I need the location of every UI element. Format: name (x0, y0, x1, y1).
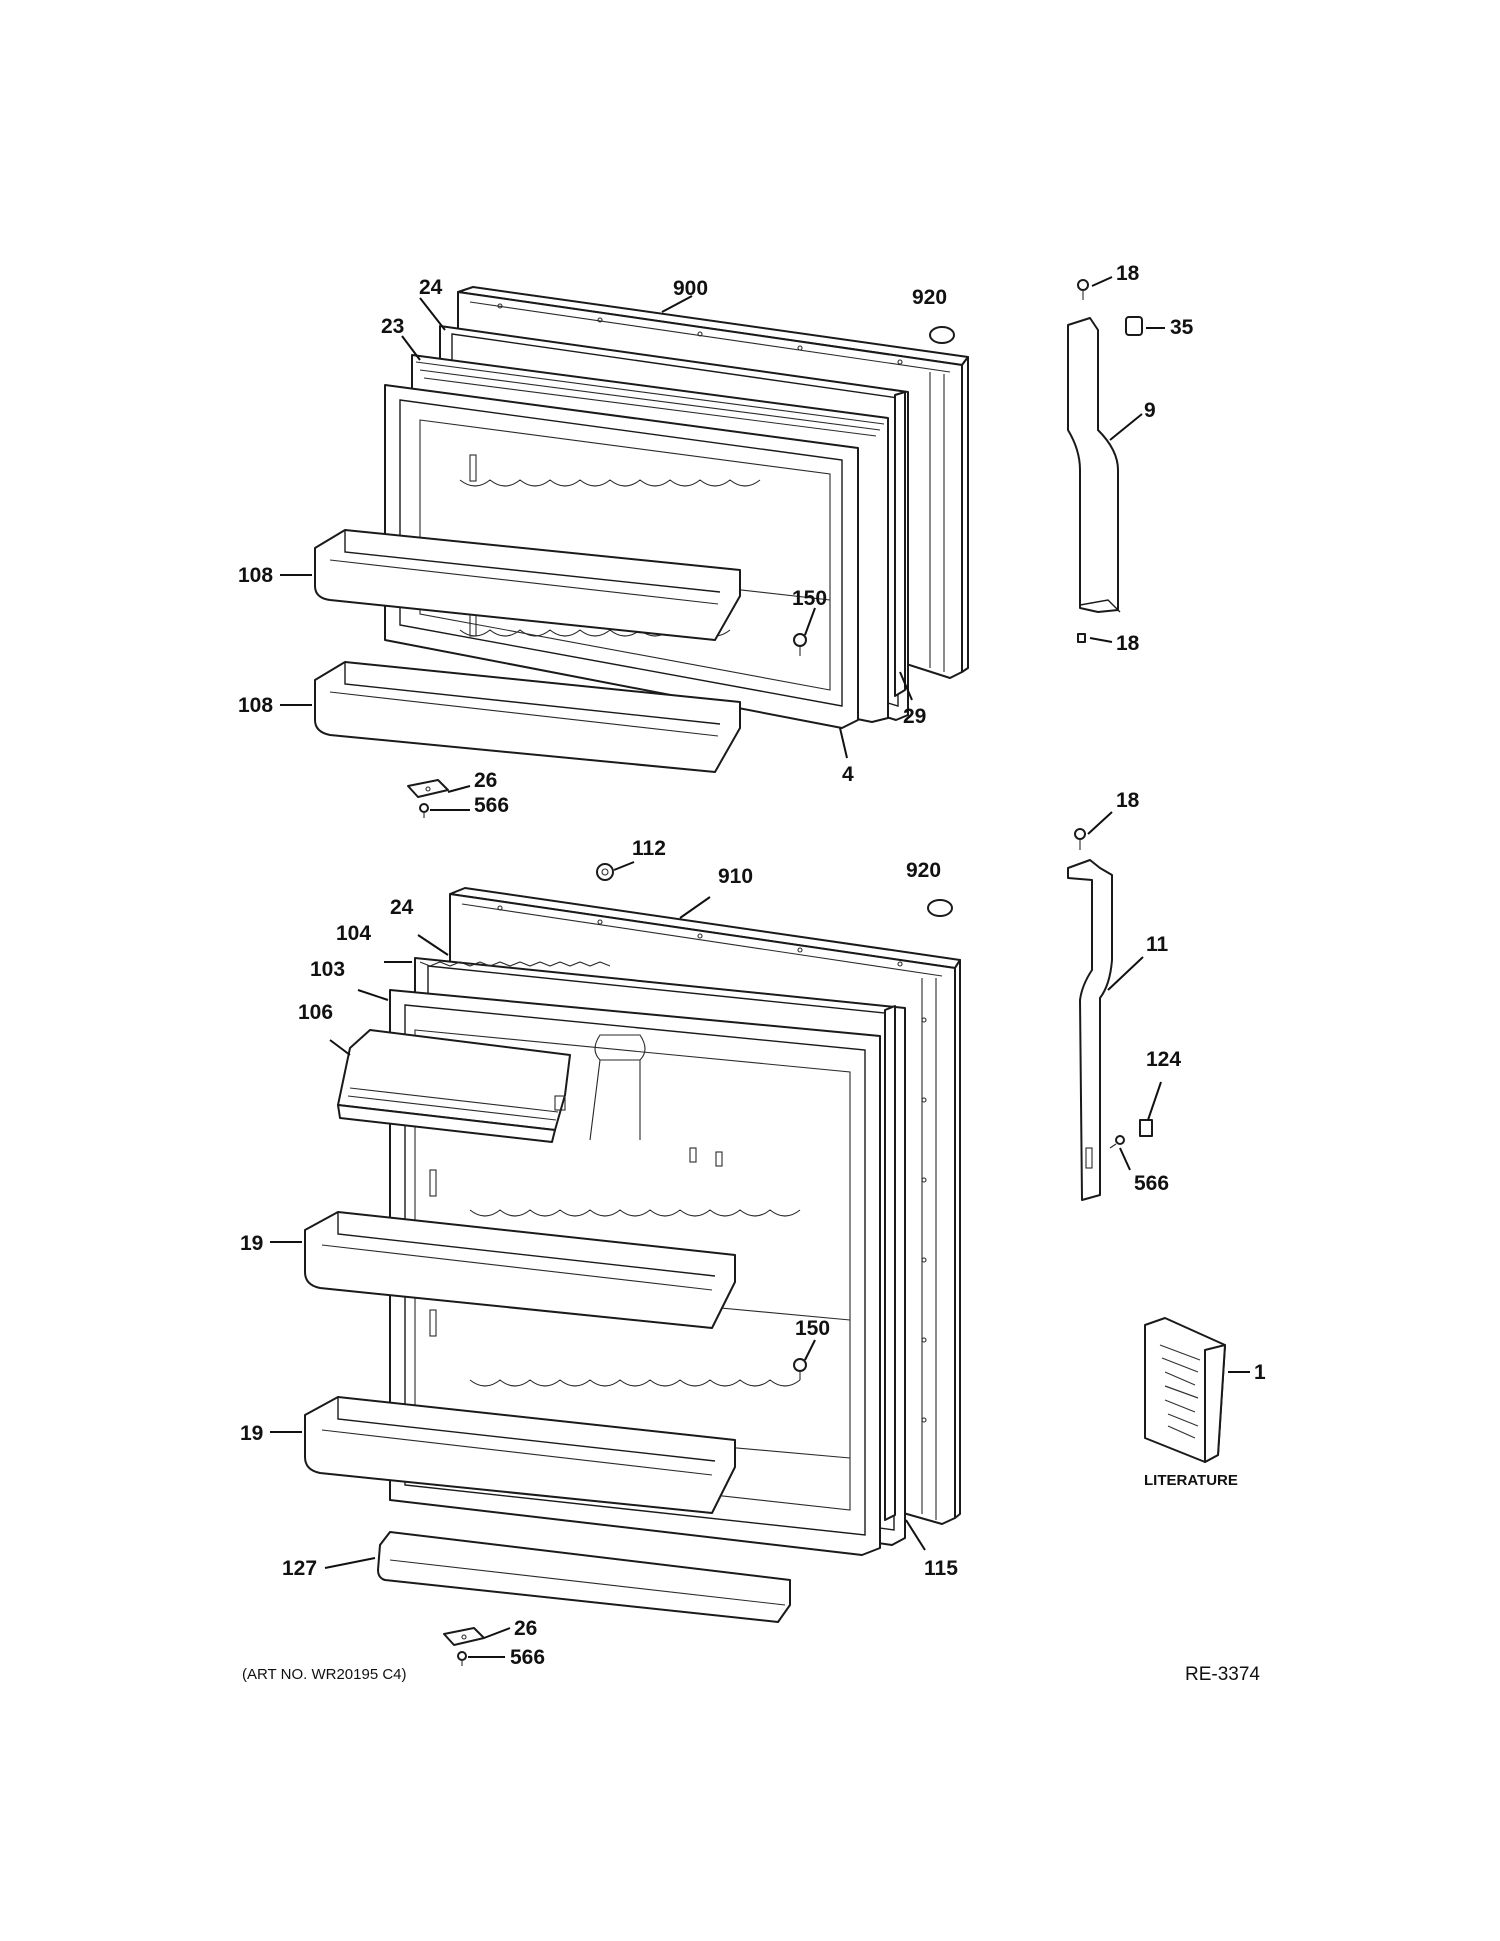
upper-door-liner-strip (894, 391, 906, 697)
callout-19-top: 19 (240, 1232, 263, 1255)
callout-23: 23 (381, 315, 404, 338)
callout-112: 112 (632, 837, 666, 860)
lower-handle (1067, 859, 1113, 1201)
callout-18-upper-bottom: 18 (1116, 632, 1140, 655)
art-number: (ART NO. WR20195 C4) (242, 1666, 407, 1683)
upper-shelf-top (314, 529, 741, 641)
callout-11: 11 (1146, 933, 1169, 956)
callout-106: 106 (298, 1001, 333, 1024)
callout-104: 104 (336, 922, 371, 945)
lower-plug-150 (793, 1358, 807, 1380)
callout-18-upper-top: 18 (1116, 262, 1140, 285)
callout-26-lower: 26 (514, 1617, 537, 1640)
lower-liner-strip (884, 1005, 896, 1521)
upper-handle-screw-top (1077, 279, 1089, 300)
callout-18-lower-top: 18 (1116, 789, 1140, 812)
callout-150-lower: 150 (795, 1317, 830, 1340)
upper-handle (1067, 317, 1121, 613)
callout-920-upper: 920 (912, 286, 947, 309)
handle-clip-screw (1109, 1135, 1125, 1149)
handle-clip (1139, 1119, 1153, 1137)
upper-plug-920 (929, 326, 955, 344)
callout-566-handle: 566 (1134, 1172, 1169, 1195)
lower-shelf-bottom (304, 1396, 736, 1514)
leader-lines (270, 276, 1250, 1658)
callouts: 900 920 24 23 18 35 9 108 150 18 108 29 … (238, 262, 1266, 1685)
lower-shelf-top (304, 1211, 736, 1329)
dairy-door (337, 1029, 571, 1143)
callout-920-lower: 920 (906, 859, 941, 882)
upper-door-assembly (314, 286, 969, 818)
upper-hinge (407, 779, 449, 798)
callout-24-lower: 24 (390, 896, 414, 919)
lower-stop-112 (596, 863, 614, 881)
callout-124: 124 (1146, 1048, 1181, 1071)
callout-108-top: 108 (238, 564, 273, 587)
upper-plug-150 (793, 633, 807, 656)
lower-hinge (443, 1627, 485, 1646)
reference-number: RE-3374 (1185, 1664, 1260, 1685)
callout-910: 910 (718, 865, 753, 888)
callout-150-upper: 150 (792, 587, 827, 610)
callout-900: 900 (673, 277, 708, 300)
callout-29: 29 (903, 705, 926, 728)
literature-booklet (1144, 1317, 1226, 1463)
upper-handle-screw-bottom (1077, 633, 1086, 643)
callout-4: 4 (842, 763, 854, 786)
upper-shelf-bottom (314, 661, 741, 773)
callout-566-upper: 566 (474, 794, 509, 817)
callout-103: 103 (310, 958, 345, 981)
callout-127: 127 (282, 1557, 317, 1580)
callout-115: 115 (924, 1557, 958, 1580)
callout-9: 9 (1144, 399, 1156, 422)
upper-hinge-screw (419, 803, 429, 818)
lower-plug-920 (927, 899, 953, 917)
lower-hinge-screw (457, 1651, 467, 1666)
callout-24-upper: 24 (419, 276, 443, 299)
callout-26-upper: 26 (474, 769, 497, 792)
lower-handle-assembly (1067, 828, 1153, 1201)
callout-35: 35 (1170, 316, 1194, 339)
callout-566-lower: 566 (510, 1646, 545, 1669)
lower-door-assembly (304, 863, 961, 1666)
lower-handle-screw-top (1074, 828, 1086, 850)
kickplate-shelf (377, 1531, 791, 1623)
callout-108-bottom: 108 (238, 694, 273, 717)
literature-label: LITERATURE (1144, 1472, 1238, 1489)
callout-1: 1 (1254, 1361, 1266, 1384)
callout-19-bottom: 19 (240, 1422, 263, 1445)
upper-handle-assembly (1067, 279, 1143, 643)
upper-handle-cap (1125, 316, 1143, 336)
